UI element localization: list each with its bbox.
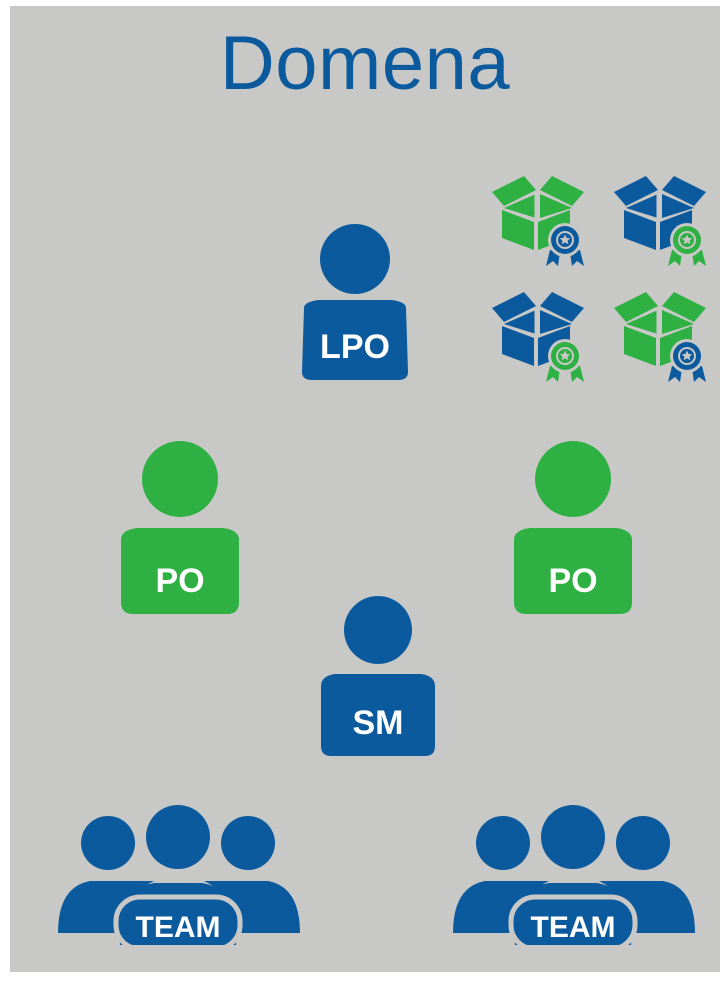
team-right-group-icon: TEAM — [449, 805, 699, 955]
page-title: Domena — [219, 21, 511, 106]
team-left-group-icon: TEAM — [54, 805, 304, 955]
team-right-label: TEAM — [531, 911, 616, 944]
lpo-label: LPO — [320, 328, 390, 366]
lpo-person-icon: LPO — [290, 222, 420, 384]
product-box-icon-1 — [490, 168, 586, 273]
team-left-label: TEAM — [136, 911, 221, 944]
sm-label: SM — [353, 704, 404, 742]
po-right-label: PO — [548, 562, 597, 600]
po-right-person-icon: PO — [506, 440, 640, 616]
product-box-icon-4 — [612, 284, 708, 389]
po-left-label: PO — [155, 562, 204, 600]
sm-person-icon: SM — [313, 594, 443, 762]
po-left-person-icon: PO — [113, 440, 247, 616]
product-box-icon-3 — [490, 284, 586, 389]
product-box-icon-2 — [612, 168, 708, 273]
